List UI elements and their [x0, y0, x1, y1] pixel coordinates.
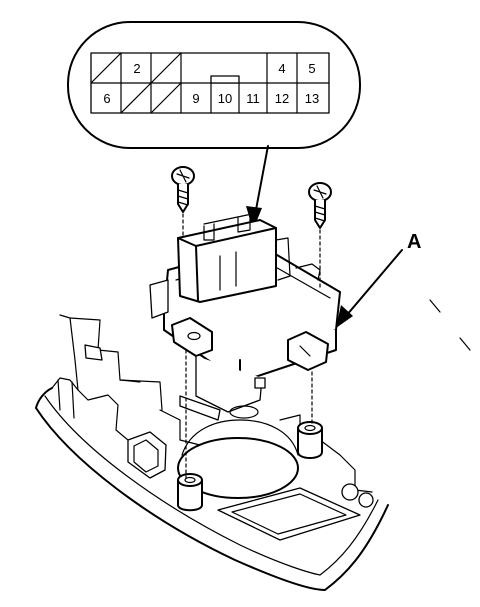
- callout-a-label: A: [407, 231, 421, 253]
- pin-label: 11: [246, 91, 260, 106]
- empty-cavity-mark: [120, 82, 152, 114]
- bezel-outer-edge: [35, 407, 389, 591]
- mount-ear-right: [287, 331, 329, 371]
- empty-cavity-mark: [90, 52, 122, 84]
- pin-label: 10: [218, 91, 232, 106]
- pin-label: 6: [103, 91, 110, 106]
- empty-cavity-mark: [150, 82, 182, 114]
- empty-cavity-mark: [150, 52, 182, 84]
- bezel-inner-edge: [44, 395, 379, 576]
- callout-pointer-arrow: [246, 145, 269, 230]
- callout-a-leader: [345, 249, 403, 317]
- pin-label: 9: [192, 91, 199, 106]
- pin-label: 2: [133, 61, 140, 76]
- pin-label: 4: [278, 61, 285, 76]
- switch-connector: [177, 219, 277, 303]
- connector-callout: 2 4 5 6 9 10 11 12 13: [67, 21, 361, 149]
- screw-left: [171, 166, 195, 479]
- bezel-housing: [35, 299, 471, 591]
- pin-label: 12: [275, 91, 289, 106]
- callout-a: A: [336, 231, 421, 328]
- connector-lock-tab: [210, 75, 240, 84]
- switch-assembly: [149, 213, 341, 421]
- bezel-round-opening: [177, 437, 299, 499]
- mount-ear-left: [171, 317, 213, 357]
- screw-right: [308, 182, 332, 425]
- pin-label: 13: [305, 91, 319, 106]
- pin-label: 5: [308, 61, 315, 76]
